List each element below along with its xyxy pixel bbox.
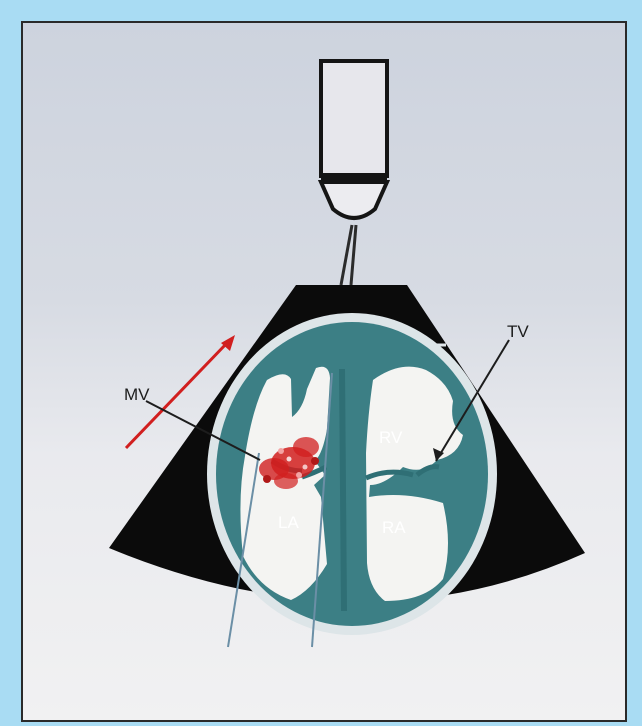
- label-rv: RV: [379, 428, 403, 447]
- transducer-icon: [321, 61, 387, 285]
- echocardiography-diagram: MV TV RV RA LA: [23, 23, 625, 720]
- label-mv: MV: [124, 385, 150, 404]
- figure-panel: MV TV RV RA LA: [21, 21, 627, 722]
- heart-cross-section: [207, 313, 497, 635]
- label-tv: TV: [507, 322, 529, 341]
- label-la: LA: [278, 513, 299, 532]
- label-ra: RA: [382, 518, 406, 537]
